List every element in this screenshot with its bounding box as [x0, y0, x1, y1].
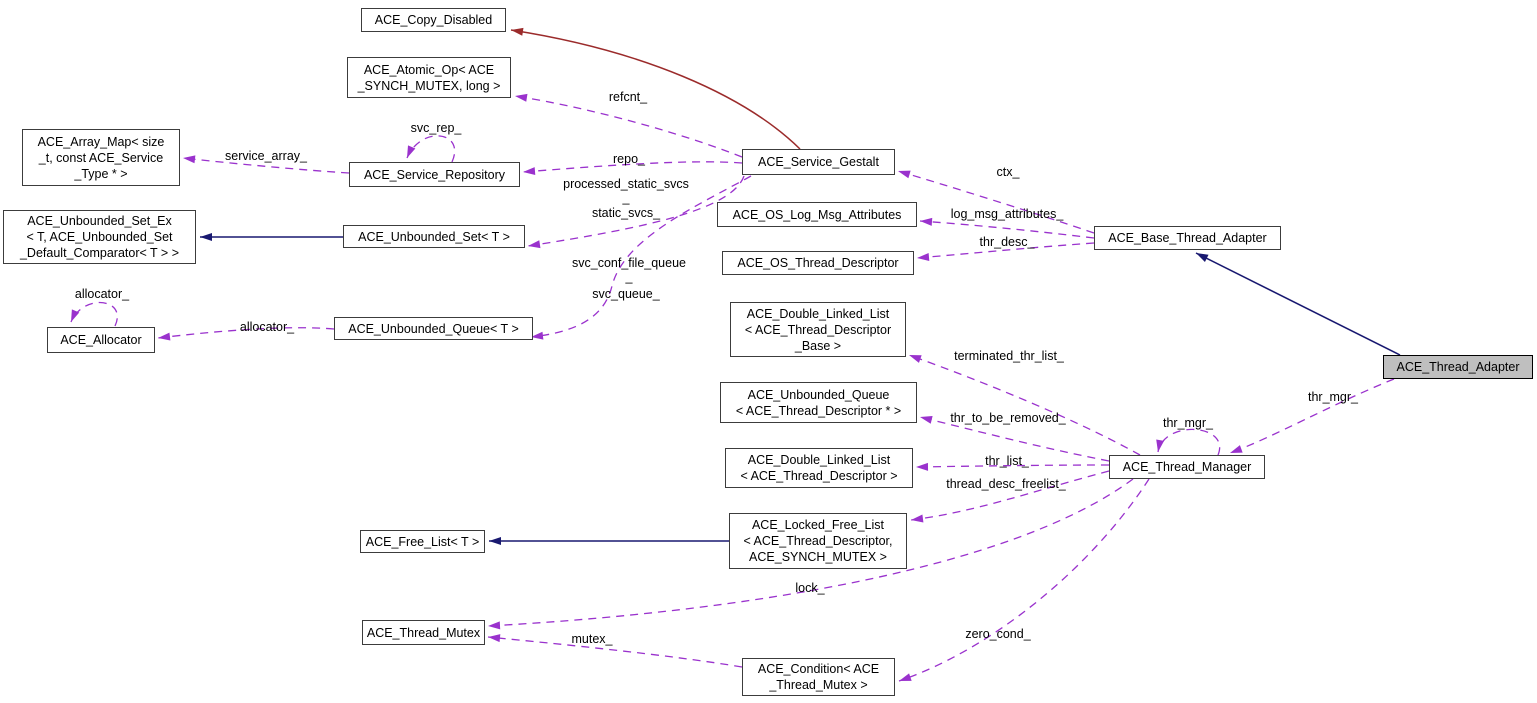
edge-label-thr-desc: thr_desc_ — [979, 235, 1035, 249]
edge-ctx — [897, 170, 1095, 234]
edge-lock — [487, 478, 1134, 630]
node-ace-unbounded-set[interactable]: ACE_Unbounded_Set< T > — [343, 225, 525, 248]
edge-label-ctx: ctx_ — [996, 165, 1020, 179]
node-ace-os-log-msg-attributes[interactable]: ACE_OS_Log_Msg_Attributes — [717, 202, 917, 227]
edge-terminated-thr-list — [908, 354, 1141, 456]
edge-zero-cond — [898, 478, 1150, 682]
edge-label-thr-to-be-removed: thr_to_be_removed_ — [950, 411, 1066, 425]
edge-thread-desc-freelist — [910, 470, 1110, 523]
edge-label-thr-mgr: thr_mgr_ — [1307, 390, 1359, 404]
node-ace-condition[interactable]: ACE_Condition< ACE _Thread_Mutex > — [742, 658, 895, 696]
edge-label-svc-queue: svc_queue_ — [592, 287, 660, 301]
edge-label-static-svcs: static_svcs_ — [591, 206, 661, 220]
edge-thr-list — [915, 462, 1110, 471]
edge-label-thread-desc-freelist: thread_desc_freelist_ — [946, 477, 1066, 491]
edge-label-zero-cond: zero_cond_ — [965, 627, 1031, 641]
edge-thr-mgr-self — [1156, 428, 1221, 456]
edge-label-lock: lock_ — [795, 581, 825, 595]
node-ace-copy-disabled[interactable]: ACE_Copy_Disabled — [361, 8, 506, 32]
edge-svc-queue — [530, 175, 752, 340]
edge-thr-desc — [916, 242, 1095, 261]
edge-allocator-self — [70, 301, 118, 327]
edge-log-msg-attributes — [919, 217, 1095, 239]
edge-repo — [522, 161, 743, 176]
edge-label-service-array: service_array_ — [225, 149, 307, 163]
edge-copy-disabled-private-inheritance — [510, 27, 801, 150]
edge-label-svc-conf-file-queue: svc_conf_file_queue _ — [572, 256, 686, 284]
edge-label-log-msg-attributes: log_msg_attributes_ — [950, 207, 1064, 221]
edge-label-repo: repo_ — [613, 152, 645, 166]
edge-label-refcnt: refcnt_ — [608, 90, 648, 104]
edge-label-mutex: mutex_ — [571, 632, 613, 646]
edge-label-allocator: allocator_ — [239, 320, 295, 334]
node-ace-unbounded-set-ex[interactable]: ACE_Unbounded_Set_Ex < T, ACE_Unbounded_… — [3, 210, 196, 264]
node-ace-thread-mutex[interactable]: ACE_Thread_Mutex — [362, 620, 485, 645]
edge-thread-adapter-inheritance — [1195, 252, 1401, 356]
node-ace-free-list[interactable]: ACE_Free_List< T > — [360, 530, 485, 553]
edge-service-array — [182, 155, 350, 174]
edge-label-allocator-self: allocator_ — [74, 287, 130, 301]
node-ace-service-gestalt[interactable]: ACE_Service_Gestalt — [742, 149, 895, 175]
edge-label-terminated-thr-list: terminated_thr_list_ — [954, 349, 1064, 363]
edge-label-thr-list: thr_list_ — [985, 454, 1029, 468]
node-ace-double-linked-list-descriptor[interactable]: ACE_Double_Linked_List < ACE_Thread_Desc… — [725, 448, 913, 488]
edge-allocator — [157, 327, 335, 341]
edge-refcnt — [514, 93, 743, 158]
node-ace-service-repository[interactable]: ACE_Service_Repository — [349, 162, 520, 187]
node-ace-unbounded-queue-descriptor[interactable]: ACE_Unbounded_Queue < ACE_Thread_Descrip… — [720, 382, 917, 423]
edge-mutex — [487, 634, 743, 668]
node-ace-base-thread-adapter[interactable]: ACE_Base_Thread_Adapter — [1094, 226, 1281, 250]
node-ace-allocator[interactable]: ACE_Allocator — [47, 327, 155, 353]
edge-label-thr-mgr-self: thr_mgr_ — [1162, 416, 1214, 430]
node-ace-thread-adapter: ACE_Thread_Adapter — [1383, 355, 1533, 379]
edge-thr-to-be-removed — [919, 415, 1110, 462]
node-ace-array-map[interactable]: ACE_Array_Map< size _t, const ACE_Servic… — [22, 129, 180, 186]
edge-label-svc-rep: svc_rep_ — [410, 121, 462, 135]
node-ace-thread-manager[interactable]: ACE_Thread_Manager — [1109, 455, 1265, 479]
node-ace-unbounded-queue[interactable]: ACE_Unbounded_Queue< T > — [334, 317, 533, 340]
edge-processed-static-svcs — [527, 175, 745, 249]
node-ace-locked-free-list[interactable]: ACE_Locked_Free_List < ACE_Thread_Descri… — [729, 513, 907, 569]
edge-svc-rep-self — [406, 135, 456, 163]
node-ace-os-thread-descriptor[interactable]: ACE_OS_Thread_Descriptor — [722, 251, 914, 275]
node-ace-double-linked-list-base[interactable]: ACE_Double_Linked_List < ACE_Thread_Desc… — [730, 302, 906, 357]
node-ace-atomic-op[interactable]: ACE_Atomic_Op< ACE _SYNCH_MUTEX, long > — [347, 57, 511, 98]
edge-label-processed-static-svcs: processed_static_svcs _ — [563, 177, 689, 205]
